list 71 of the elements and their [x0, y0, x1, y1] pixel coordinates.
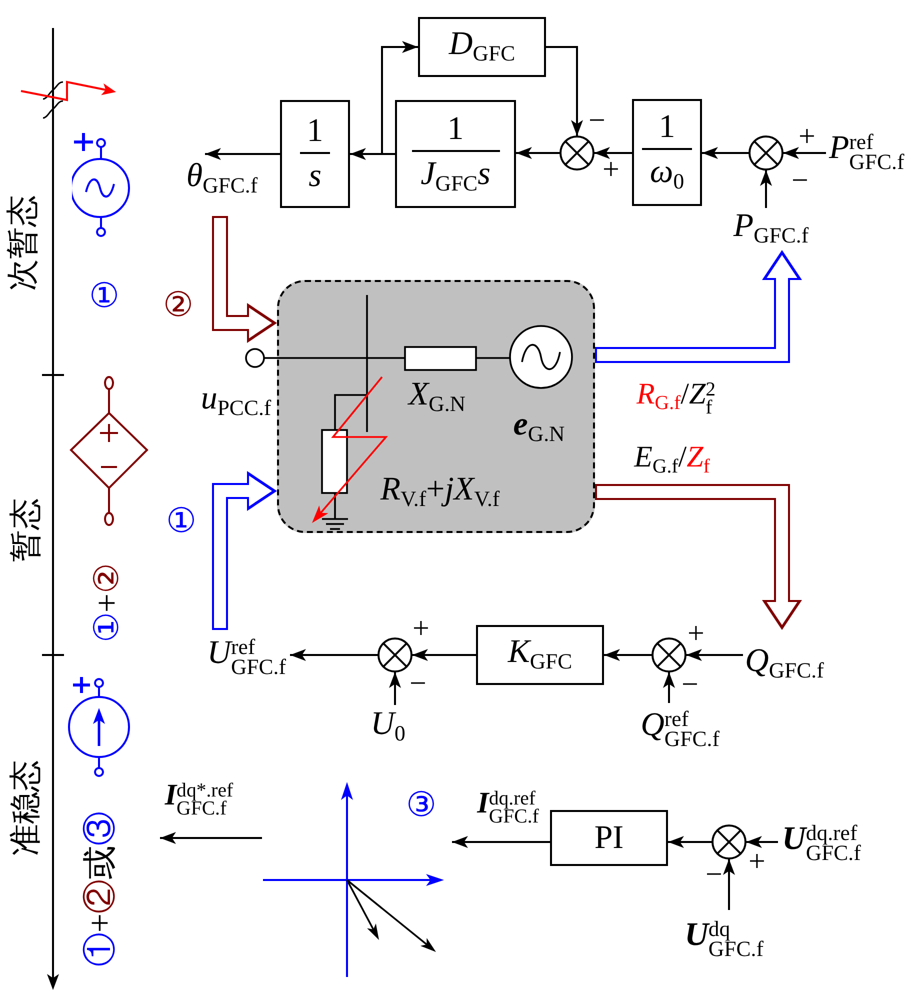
summing-junction — [711, 824, 747, 860]
arrow — [783, 147, 826, 159]
edge-label: E$_{G.f}$/Z$_{f}$ — [634, 442, 710, 478]
hollow-arrow — [212, 471, 277, 630]
summing-junction — [651, 637, 687, 673]
edge-label: + — [688, 619, 704, 649]
arrow — [686, 649, 743, 661]
denominator: ω$_{0}$ — [650, 156, 684, 194]
arrow — [604, 649, 652, 661]
summing-junction — [377, 637, 413, 673]
edge-label: − — [792, 166, 808, 196]
edge-label: + — [748, 847, 766, 877]
controller-block — [550, 810, 668, 866]
edge-label: + — [602, 155, 620, 185]
arrow — [205, 148, 280, 160]
block-label: D$_{GFC}$ — [448, 28, 516, 66]
arrow — [723, 859, 735, 910]
numerator: 1 — [658, 111, 676, 144]
hollow-arrow — [212, 216, 277, 343]
arrow — [702, 147, 749, 159]
arrow — [546, 46, 583, 136]
mode-label: ① — [89, 280, 119, 314]
arrow — [594, 147, 632, 159]
terminal-label: u$_{PCC.f}$ — [200, 382, 272, 420]
circled-number: ① — [166, 505, 196, 539]
component-label: X$_{G.N}$ — [408, 378, 466, 416]
mode-label: ①+② — [91, 563, 125, 643]
transfer-function-block — [280, 100, 350, 208]
numerator: 1 — [306, 115, 324, 148]
edge-label: − — [410, 669, 426, 699]
component-label: R$_{V.f}$+jX$_{V.f}$ — [380, 473, 500, 511]
arrow — [452, 836, 550, 848]
denominator: J$_{GFC}$s — [420, 158, 490, 196]
arrow — [389, 672, 401, 705]
edge-label: − — [682, 670, 698, 700]
gain-block — [476, 625, 604, 685]
signal-label: Q$_{GFC.f}$ — [745, 644, 824, 682]
edge-label: + — [798, 122, 816, 152]
transfer-function-block — [632, 99, 702, 206]
arrow — [663, 672, 675, 703]
phase-label: 次暂态 — [6, 195, 38, 291]
arrow — [668, 836, 712, 848]
arrow — [516, 147, 560, 159]
arrow — [160, 832, 262, 844]
arrow — [381, 41, 418, 155]
arrow — [412, 649, 476, 661]
summing-junction — [559, 135, 595, 171]
circled-number: ② — [163, 289, 193, 323]
hollow-arrow — [595, 484, 802, 630]
component-label: e$_{G.N}$ — [513, 408, 565, 446]
circled-number: ③ — [406, 789, 436, 823]
block-label: PI — [594, 822, 624, 854]
signal-label: U$_{0}$ — [370, 708, 406, 746]
mode-label: ①+②或③ — [84, 811, 118, 967]
arrow — [290, 649, 378, 661]
edge-label: + — [412, 614, 430, 644]
hollow-arrow — [595, 250, 802, 363]
transfer-function-block — [395, 100, 516, 208]
signal-label: P$_{GFC.f}$ — [733, 210, 809, 248]
edge-label: − — [706, 860, 722, 890]
denominator: s — [308, 160, 322, 193]
numerator: 1 — [447, 112, 464, 146]
arrow — [746, 836, 778, 848]
gain-block — [418, 17, 546, 77]
summing-junction — [748, 135, 784, 171]
block-label: K$_{GFC}$ — [508, 636, 572, 674]
arrow — [760, 170, 772, 208]
signal-label: θ$_{GFC.f}$ — [186, 160, 258, 198]
edge-label: − — [588, 106, 606, 136]
phase-label: 准稳态 — [9, 760, 41, 856]
phase-label: 暂态 — [9, 498, 41, 562]
